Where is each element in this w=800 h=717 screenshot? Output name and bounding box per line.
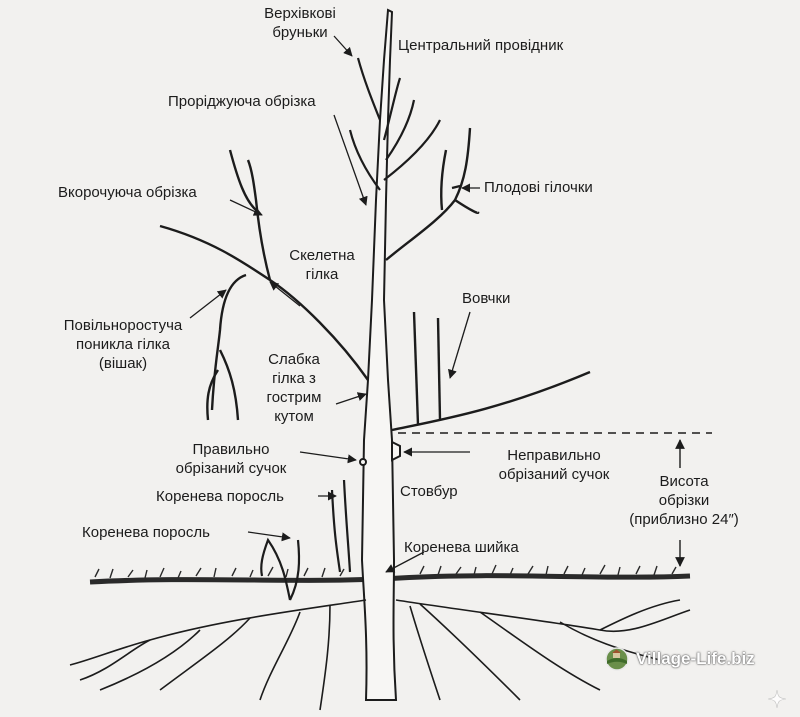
label-thinning-cut: Проріджуюча обрізка (168, 93, 316, 110)
label-sucker-1: Коренева поросль (156, 488, 284, 505)
label-weak-crotch: Слабка гілка з гострим кутом (266, 351, 322, 425)
pointer-arrows (189, 35, 480, 573)
label-heading-cut: Вкорочуюча обрізка (58, 184, 197, 201)
watermark: Village-Life.biz (604, 642, 794, 676)
root-suckers (260, 479, 352, 601)
left-scaffold-branch (159, 149, 369, 421)
label-root-collar: Коренева шийка (404, 539, 519, 556)
label-central-leader: Центральний провідник (398, 37, 564, 54)
label-fruit-spurs: Плодові гілочки (484, 179, 593, 196)
label-water-sprouts: Вовчки (462, 290, 511, 307)
lower-right-branch (391, 311, 591, 432)
label-scaffold-branch: Скелетна гілка (289, 247, 355, 283)
label-sucker-2: Коренева поросль (82, 524, 210, 541)
ground-grass (89, 564, 691, 585)
label-trunk: Стовбур (400, 483, 458, 500)
label-proper-stub: Правильно обрізаний сучок (175, 441, 287, 477)
sparkle-icon (768, 690, 786, 708)
right-upper-branch (385, 127, 480, 261)
label-hanger: Повільноростуча поникла гілка (вішак) (63, 317, 183, 372)
label-improper-stub: Неправильно обрізаний сучок (498, 447, 610, 483)
globe-farm-icon (605, 647, 629, 671)
pruning-stubs (359, 440, 401, 466)
label-top-buds: Верхівкові бруньки (264, 5, 336, 41)
watermark-text: Village-Life.biz (636, 649, 755, 668)
root-system (69, 599, 691, 711)
cut-height-guides (398, 432, 712, 567)
trunk-shape (360, 8, 398, 701)
central-leader-branches (348, 57, 441, 191)
label-cut-height: Висота обрізки (приблизно 24″) (629, 473, 739, 528)
